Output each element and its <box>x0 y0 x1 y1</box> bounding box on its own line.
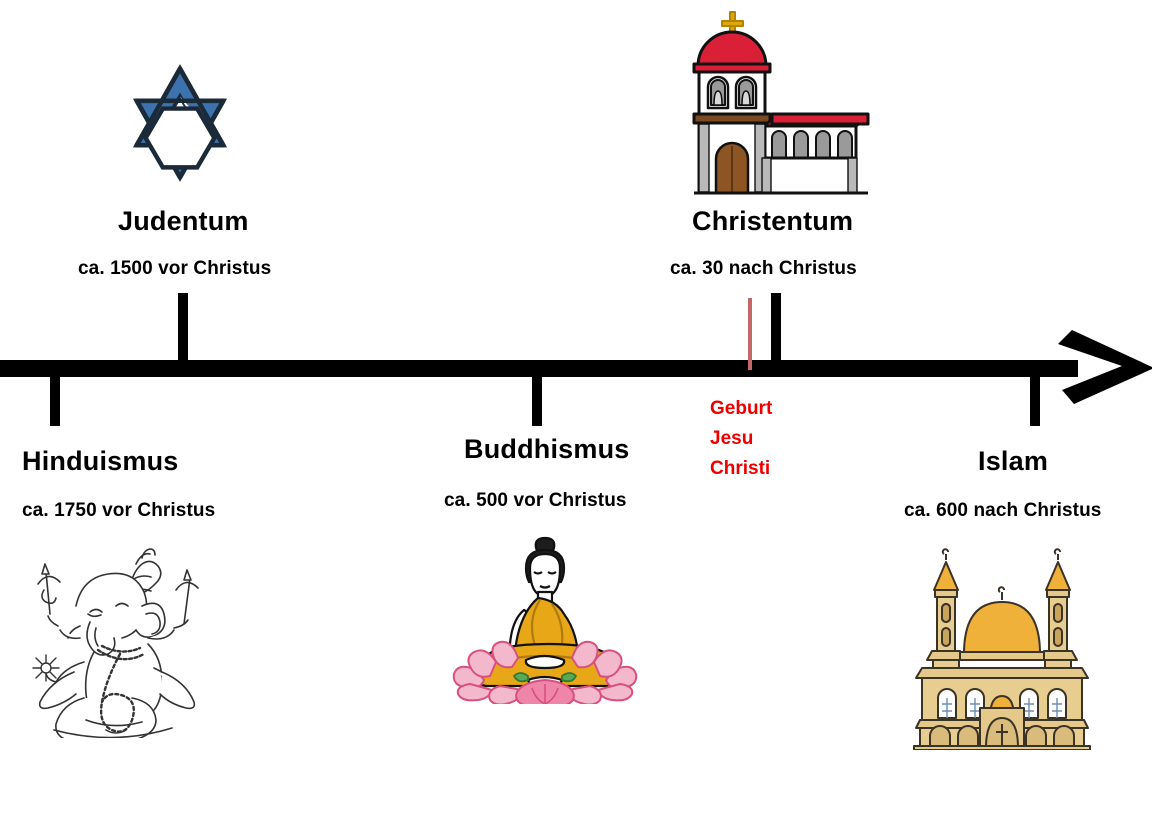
tick-buddhismus <box>532 374 542 426</box>
event-date-buddhismus: ca. 500 vor Christus <box>444 490 627 511</box>
event-title-buddhismus: Buddhismus <box>464 434 630 464</box>
church-icon <box>686 6 876 202</box>
event-title-christentum: Christentum <box>692 206 854 236</box>
ganesha-icon <box>24 534 202 745</box>
tick-judentum <box>178 293 188 363</box>
tick-christentum <box>771 293 781 363</box>
event-title-islam: Islam <box>978 446 1049 476</box>
timeline-arrow-head <box>1056 326 1156 412</box>
event-date-judentum: ca. 1500 vor Christus <box>78 258 272 279</box>
tick-birth-of-jesus <box>748 298 752 370</box>
event-title-hinduismus: Hinduismus <box>22 446 179 476</box>
buddha-icon <box>452 534 638 709</box>
timeline-axis <box>0 360 1078 377</box>
tick-hinduismus <box>50 374 60 426</box>
birth-line-3: Christi <box>710 458 771 479</box>
mosque-icon <box>908 546 1096 751</box>
birth-of-jesus-annotation: Geburt Jesu Christi <box>710 394 820 484</box>
birth-line-1: Geburt <box>710 398 773 419</box>
event-date-hinduismus: ca. 1750 vor Christus <box>22 500 216 521</box>
event-title-judentum: Judentum <box>118 206 249 236</box>
tick-islam <box>1030 374 1040 426</box>
event-date-christentum: ca. 30 nach Christus <box>670 258 857 279</box>
event-date-islam: ca. 600 nach Christus <box>904 500 1102 521</box>
star-of-david-icon <box>124 62 236 184</box>
birth-line-2: Jesu <box>710 428 754 449</box>
